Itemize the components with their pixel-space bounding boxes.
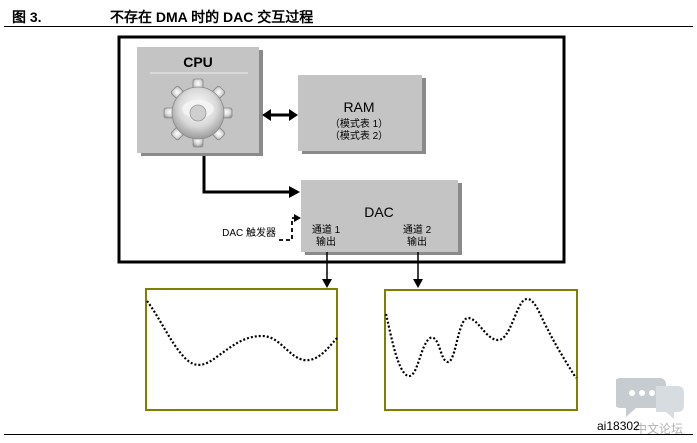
watermark-text: 中文论坛 — [635, 422, 684, 436]
channel-2-output-arrow — [413, 252, 423, 288]
dac-block: DAC 通道 1 输出 通道 2 输出 — [301, 180, 462, 255]
figure-caption: 图 3. 不存在 DMA 时的 DAC 交互过程 — [4, 4, 693, 27]
ram-block: RAM （模式表 1） （模式表 2） — [298, 75, 426, 154]
ram-label: RAM — [343, 99, 374, 115]
channel-2-waveform — [384, 289, 578, 411]
ram-table-1-label: （模式表 1） — [330, 117, 388, 130]
channel-2-output-label: 输出 — [407, 235, 427, 248]
figure-title: 不存在 DMA 时的 DAC 交互过程 — [110, 9, 314, 25]
dac-trigger-arrow — [279, 214, 301, 241]
dac-label: DAC — [364, 204, 394, 220]
channel-1-output-label: 输出 — [316, 235, 336, 248]
channel-1-waveform — [145, 288, 338, 411]
dac-trigger-label: DAC 触发器 — [222, 226, 276, 239]
chat-bubble-icon — [616, 378, 684, 419]
cpu-ram-arrow — [262, 109, 298, 121]
cpu-dac-arrow — [202, 156, 300, 198]
bottom-rule — [4, 434, 693, 435]
channel-2-label: 通道 2 — [403, 223, 432, 236]
system-border — [117, 35, 566, 264]
cpu-label: CPU — [183, 54, 213, 70]
channel-1-label: 通道 1 — [312, 223, 341, 236]
figure-id: ai18302 — [597, 419, 640, 433]
ram-table-2-label: （模式表 2） — [330, 129, 388, 142]
channel-1-output-arrow — [322, 252, 332, 288]
gear-icon — [163, 78, 233, 148]
figure-number: 图 3. — [12, 9, 42, 25]
cpu-block: CPU — [137, 47, 263, 156]
